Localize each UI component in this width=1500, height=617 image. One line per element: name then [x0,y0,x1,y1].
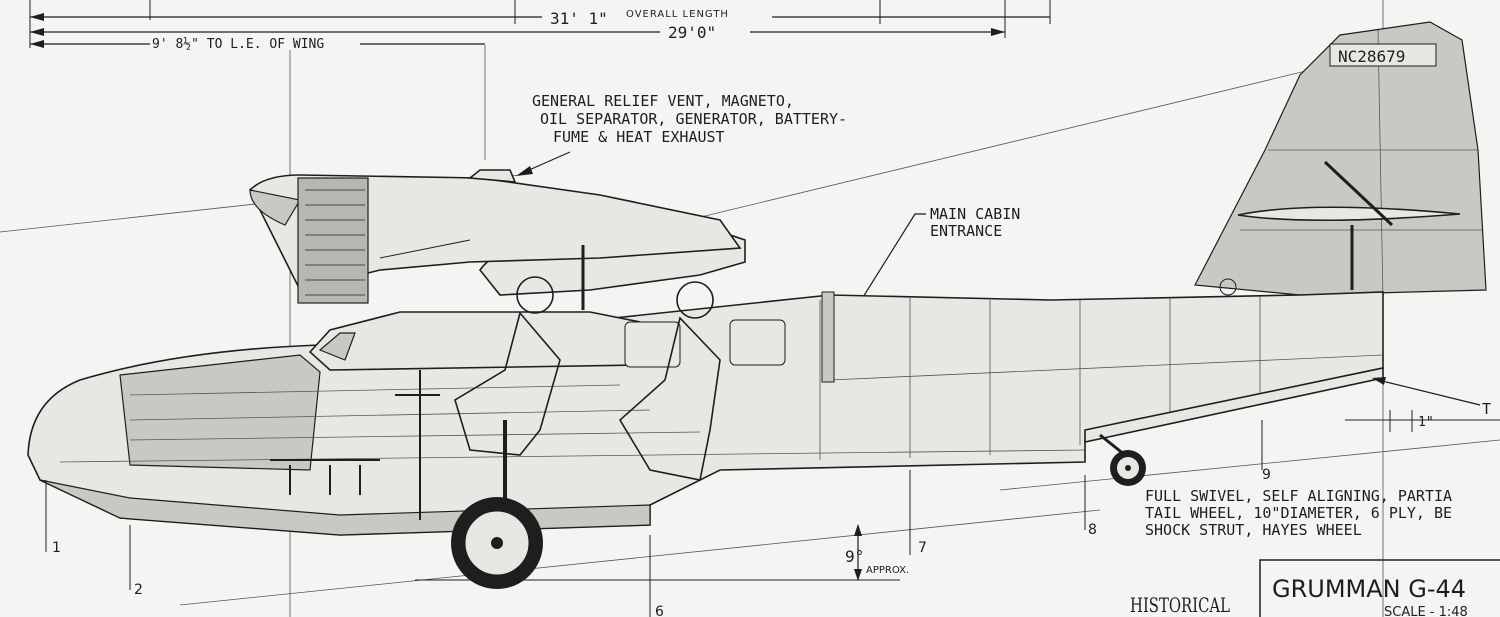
station-1: 1 [52,540,61,556]
station-7: 7 [918,540,927,556]
angle-approx: APPROX. [866,565,909,576]
wing-engine [249,169,746,304]
angle-callout: 9° APPROX. [415,524,909,581]
callout-cabin-entrance: MAIN CABIN ENTRANCE [849,205,1020,319]
station-6: 6 [655,604,664,617]
station-9: 9 [1262,467,1271,483]
title-block: HISTORICAL GRUMMAN G-44 SCALE - 1:48 [1130,559,1500,617]
overall-length-label: OVERALL LENGTH [626,9,729,20]
cabin-entrance-line-1: MAIN CABIN [930,205,1020,223]
tail-wheel [1099,433,1146,486]
aircraft-title: GRUMMAN G-44 [1272,575,1466,603]
angle-value: 9° [845,547,864,566]
relief-vent-line-1: GENERAL RELIEF VENT, MAGNETO, [532,92,794,110]
tail-wheel-line-1: FULL SWIVEL, SELF ALIGNING, PARTIA [1145,487,1452,505]
callout-relief-vent: GENERAL RELIEF VENT, MAGNETO, OIL SEPARA… [516,92,847,176]
cockpit [308,311,786,371]
overall-length-value: 31' 1" [550,9,608,28]
pilot-figures [454,245,721,481]
station-markers: 1 2 6 7 8 9 [45,420,1271,617]
scale-label: SCALE - 1:48 [1384,605,1468,617]
dimension-wing: 9' 8½" TO L.E. OF WING [30,34,485,52]
hull-length-value: 29'0" [668,23,716,42]
dimension-overall: 31' 1" OVERALL LENGTH [29,0,1051,48]
relief-vent-line-3: FUME & HEAT EXHAUST [553,128,725,146]
dimension-hull: 29'0" [30,22,1005,42]
one-inch-dimension: 1" [1418,415,1434,430]
historical-logo: HISTORICAL [1130,593,1230,617]
tail-wheel-line-2: TAIL WHEEL, 10"DIAMETER, 6 PLY, BE [1145,504,1452,522]
tail-fin: NC28679 [1194,21,1487,301]
cabin-entrance-line-2: ENTRANCE [930,222,1002,240]
callout-tail-wheel: FULL SWIVEL, SELF ALIGNING, PARTIA TAIL … [1145,377,1500,539]
station-2: 2 [134,582,143,598]
station-8: 8 [1088,522,1097,538]
registration-number: NC28679 [1338,47,1405,66]
main-gear [270,370,543,589]
tail-partial-label: T [1482,400,1491,418]
relief-vent-line-2: OIL SEPARATOR, GENERATOR, BATTERY- [540,110,847,128]
tail-wheel-line-3: SHOCK STRUT, HAYES WHEEL [1145,521,1362,539]
wing-le-dimension: 9' 8½" TO L.E. OF WING [152,37,324,52]
